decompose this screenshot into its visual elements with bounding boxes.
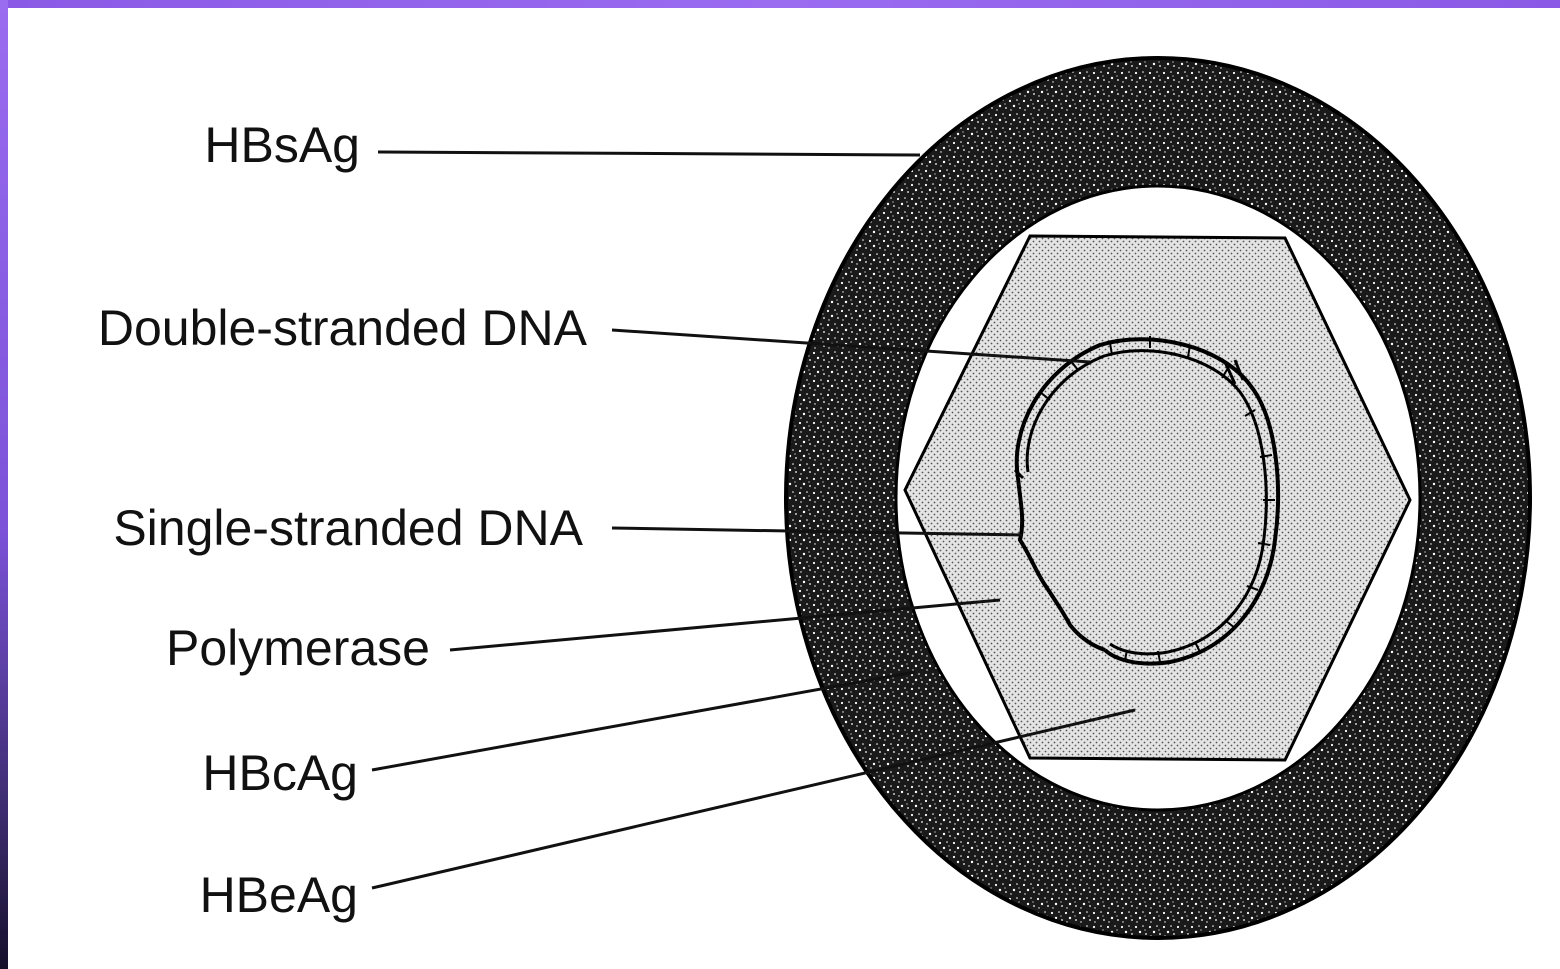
hbcag-leader-line [372,672,915,770]
hbeag-label: HBeAg [200,867,358,923]
hbcag-label: HBcAg [202,745,358,801]
double-stranded-dna-label: Double-stranded DNA [98,300,588,356]
hbsag-label: HBsAg [204,117,360,173]
polymerase-label: Polymerase [166,620,430,676]
single-stranded-dna-label: Single-stranded DNA [113,500,583,556]
hbsag-leader-line [378,152,920,155]
